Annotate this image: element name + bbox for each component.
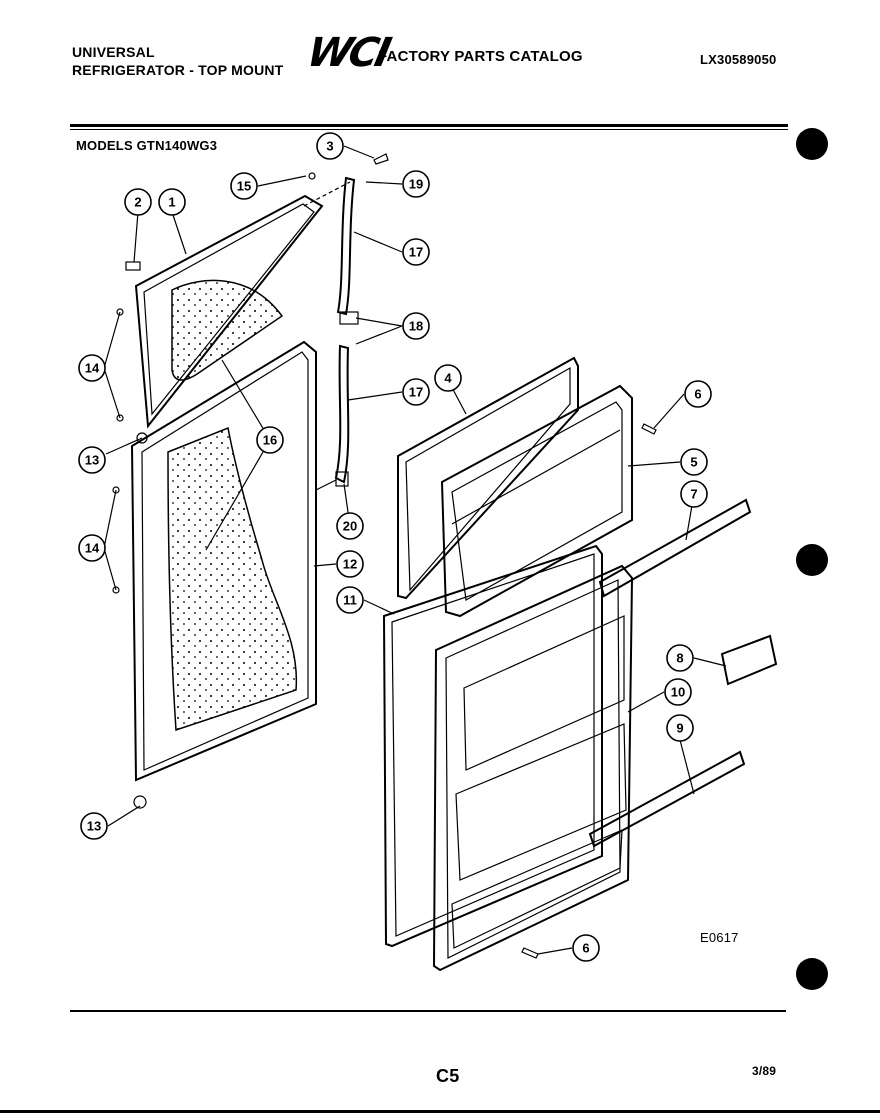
- callout-14-lower: 14: [78, 534, 106, 562]
- fresh-food-door-panel: [130, 340, 317, 782]
- callout-16-upper: 16: [256, 426, 284, 454]
- callout-4: 4: [434, 364, 462, 392]
- callout-6-lower: 6: [572, 934, 600, 962]
- svg-text:17: 17: [409, 385, 423, 400]
- callout-3: 3: [316, 132, 344, 160]
- callout-17-lower: 17: [402, 378, 430, 406]
- fresh-food-gasket: [382, 544, 603, 948]
- svg-text:3: 3: [326, 139, 333, 154]
- svg-text:15: 15: [237, 179, 251, 194]
- callout-19: 19: [402, 170, 430, 198]
- handle-lower: [334, 344, 350, 484]
- shelf-rail-upper: [598, 498, 752, 598]
- svg-text:12: 12: [343, 557, 357, 572]
- callout-20: 20: [336, 512, 364, 540]
- svg-text:13: 13: [87, 819, 101, 834]
- svg-text:19: 19: [409, 177, 423, 192]
- catalog-title: FACTORY PARTS CATALOG: [378, 48, 583, 65]
- freezer-door-panel: [134, 194, 324, 429]
- models-label: MODELS GTN140WG3: [76, 138, 218, 153]
- callout-15: 15: [230, 172, 258, 200]
- freezer-gasket: [397, 356, 579, 600]
- svg-text:8: 8: [676, 651, 683, 666]
- page-code: C5: [436, 1066, 460, 1086]
- svg-text:16: 16: [263, 433, 277, 448]
- svg-text:2: 2: [134, 195, 141, 210]
- freezer-door-insulation: [171, 279, 284, 381]
- callout-12: 12: [336, 550, 364, 578]
- bottom-edge-rule: [0, 1110, 880, 1113]
- callout-17-upper: 17: [402, 238, 430, 266]
- catalog-number: LX30589050: [700, 52, 777, 67]
- svg-text:10: 10: [671, 685, 685, 700]
- hinge-pin-part: [125, 261, 141, 271]
- callout-2: 2: [124, 188, 152, 216]
- shelf-bracket: [720, 634, 778, 686]
- shelf-rail-lower: [588, 750, 746, 848]
- callout-6-upper: 6: [684, 380, 712, 408]
- svg-text:14: 14: [85, 541, 100, 556]
- screw-top: [373, 153, 389, 165]
- callout-1: 1: [158, 188, 186, 216]
- handle-upper: [336, 176, 356, 316]
- svg-text:6: 6: [694, 387, 701, 402]
- svg-text:11: 11: [343, 593, 357, 608]
- footer-rule: [70, 1010, 786, 1012]
- callout-8: 8: [666, 644, 694, 672]
- callout-11: 11: [336, 586, 364, 614]
- binder-hole-top: [796, 128, 828, 160]
- svg-text:18: 18: [409, 319, 423, 334]
- header-rule-thin: [70, 129, 788, 130]
- callout-14-upper: 14: [78, 354, 106, 382]
- bushing-part: [136, 432, 148, 444]
- svg-text:20: 20: [343, 519, 357, 534]
- svg-text:5: 5: [690, 455, 697, 470]
- svg-text:1: 1: [168, 195, 175, 210]
- plug-part: [308, 172, 316, 180]
- svg-text:14: 14: [85, 361, 100, 376]
- fresh-food-door-liner: [432, 564, 634, 972]
- callout-18: 18: [402, 312, 430, 340]
- svg-text:4: 4: [444, 371, 452, 386]
- catalog-date: 3/89: [752, 1064, 777, 1078]
- svg-text:13: 13: [85, 453, 99, 468]
- callout-9: 9: [666, 714, 694, 742]
- screw-part: [116, 308, 124, 316]
- svg-text:17: 17: [409, 245, 423, 260]
- callout-7: 7: [680, 480, 708, 508]
- callout-13-lower: 13: [80, 812, 108, 840]
- freezer-door-liner: [440, 384, 633, 618]
- brand-line-2: REFRIGERATOR - TOP MOUNT: [72, 62, 284, 78]
- svg-text:7: 7: [690, 487, 697, 502]
- binder-hole-middle: [796, 544, 828, 576]
- drawing-code: E0617: [700, 930, 739, 945]
- callout-10: 10: [664, 678, 692, 706]
- svg-text:9: 9: [676, 721, 683, 736]
- fresh-food-door-insulation: [167, 426, 298, 732]
- handle-end-cap: [335, 471, 349, 487]
- header-rule: [70, 124, 788, 127]
- binder-hole-bottom: [796, 958, 828, 990]
- callout-13-upper: 13: [78, 446, 106, 474]
- brand-line-1: UNIVERSAL: [72, 44, 155, 60]
- svg-text:6: 6: [582, 941, 589, 956]
- callout-5: 5: [680, 448, 708, 476]
- leader-lines: [103, 145, 727, 955]
- callout-group: 1 2 3 4 5 6 6 7 8 9 10 11 12 13 13 14 14…: [78, 132, 712, 962]
